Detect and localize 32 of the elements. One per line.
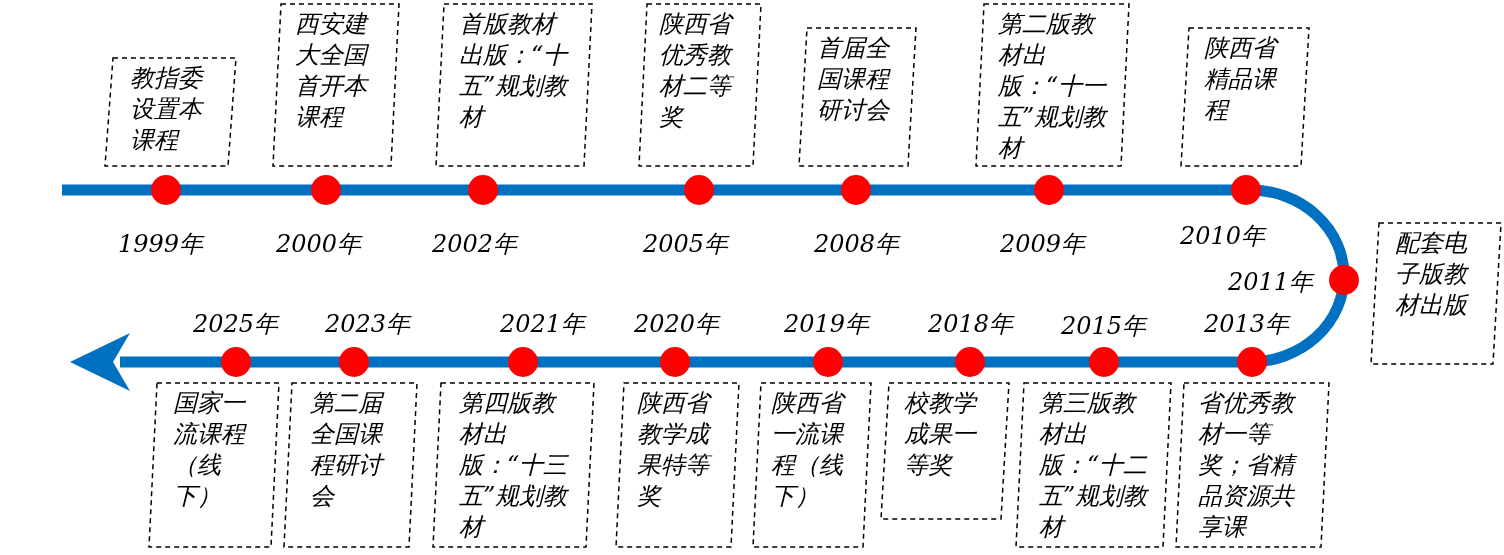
year-label: 2011年 — [1228, 267, 1314, 298]
event-box: 陕西省精品课程 — [1180, 27, 1310, 167]
event-box: 省优秀教材一等奖；省精品资源共享课 — [1175, 382, 1330, 548]
event-box: 首版教材出版：“十五”规划教材 — [435, 3, 593, 167]
event-box: 第四版教材出版：“十三五”规划教材 — [432, 382, 595, 548]
event-box: 国家一流课程（线下） — [148, 382, 280, 548]
event-box: 第二届全国课程研讨会 — [283, 382, 418, 548]
event-box: 教指委设置本课程 — [104, 57, 237, 167]
event-box: 第三版教材出版：“十二五”规划教材 — [1015, 382, 1172, 548]
year-label: 2015年 — [1061, 311, 1147, 342]
event-box: 陕西省优秀教材二等奖 — [638, 3, 762, 167]
year-label: 2020年 — [634, 309, 720, 340]
year-label: 2008年 — [814, 229, 900, 260]
event-box: 西安建大全国首开本课程 — [272, 3, 400, 167]
year-label: 2018年 — [928, 309, 1014, 340]
year-label: 1999年 — [118, 229, 204, 260]
year-label: 2009年 — [1000, 229, 1086, 260]
year-label: 2025年 — [193, 309, 279, 340]
event-box: 陕西省教学成果特等奖 — [615, 382, 740, 548]
event-box: 第二版教材出版：“十一五”规划教材 — [975, 3, 1130, 167]
event-box: 陕西省一流课程（线下） — [752, 382, 872, 548]
event-box: 配套电子版教材出版 — [1370, 222, 1502, 365]
event-box: 首届全国课程研讨会 — [798, 27, 917, 167]
year-label: 2021年 — [500, 309, 586, 340]
year-label: 2013年 — [1204, 309, 1290, 340]
year-label: 2010年 — [1180, 221, 1266, 252]
event-box: 校教学成果一等奖 — [880, 382, 1010, 520]
year-label: 2023年 — [325, 309, 411, 340]
year-label: 2002年 — [432, 229, 518, 260]
year-label: 2005年 — [643, 229, 729, 260]
year-label: 2000年 — [276, 229, 362, 260]
year-label: 2019年 — [784, 309, 870, 340]
